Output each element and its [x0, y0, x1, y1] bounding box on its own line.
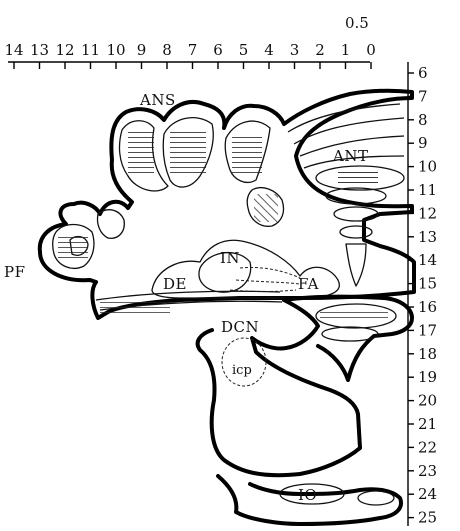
right-axis-label: 13: [418, 228, 437, 246]
right-axis-label: 21: [418, 415, 437, 433]
right-axis-label: 24: [418, 485, 437, 503]
top-axis-label: 8: [162, 41, 172, 59]
right-axis-label: 8: [418, 111, 428, 129]
top-axis-label: 2: [315, 41, 325, 59]
top-axis-label: 3: [290, 41, 300, 59]
top-axis-label: 12: [55, 41, 74, 59]
label-dcn: DCN: [221, 318, 259, 336]
right-axis-label: 9: [418, 134, 428, 152]
right-axis-label: 17: [418, 321, 437, 339]
top-axis-label: 0: [366, 41, 376, 59]
right-axis-label: 7: [418, 87, 428, 105]
right-axis-label: 10: [418, 158, 437, 176]
label-pf: PF: [4, 263, 26, 281]
label-io: IO: [298, 486, 317, 504]
right-axis-label: 16: [418, 298, 437, 316]
right-axis-label: 12: [418, 204, 437, 222]
right-axis-label: 15: [418, 275, 437, 293]
scale-label: 0.5: [345, 14, 369, 32]
right-axis-label: 22: [418, 438, 437, 456]
top-axis-label: 9: [137, 41, 147, 59]
top-axis-label: 1: [341, 41, 351, 59]
label-ant: ANT: [332, 147, 368, 165]
label-in: IN: [220, 249, 240, 267]
label-de: DE: [163, 275, 187, 293]
top-axis-label: 14: [4, 41, 23, 59]
top-axis-label: 6: [213, 41, 223, 59]
label-ans: ANS: [139, 91, 176, 109]
label-icp: icp: [232, 363, 252, 378]
top-axis-label: 13: [30, 41, 49, 59]
right-axis-label: 14: [418, 251, 437, 269]
right-axis-label: 23: [418, 462, 437, 480]
right-axis-label: 6: [418, 64, 428, 82]
top-axis-label: 10: [106, 41, 125, 59]
right-axis-label: 25: [418, 509, 437, 527]
right-axis-label: 18: [418, 345, 437, 363]
label-fa: FA: [298, 275, 319, 293]
top-axis-label: 4: [264, 41, 274, 59]
right-axis-label: 20: [418, 392, 437, 410]
right-axis-label: 11: [418, 181, 437, 199]
right-axis: 6 7 8 9 10 11 12 13 14 15 16 17 18 19 20 21 22 23 24 25: [408, 62, 437, 527]
top-axis-label: 11: [81, 41, 100, 59]
right-axis-label: 19: [418, 368, 437, 386]
top-axis-label: 7: [188, 41, 198, 59]
top-axis-label: 5: [239, 41, 249, 59]
